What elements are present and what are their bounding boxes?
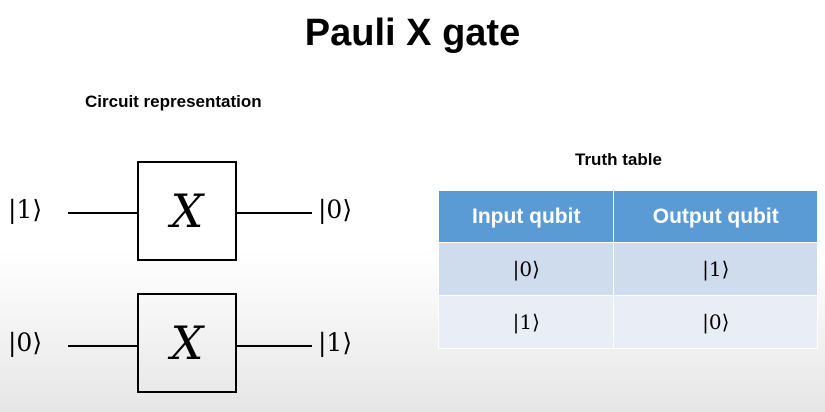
circuit-1-gate-label: X bbox=[170, 184, 204, 238]
circuit-1-x-gate: X bbox=[137, 161, 237, 261]
cell-input: |0⟩ bbox=[437, 242, 615, 296]
circuit-2-gate-label: X bbox=[170, 316, 204, 370]
cell-input: |1⟩ bbox=[437, 295, 615, 349]
circuit-1-output-wire bbox=[237, 212, 312, 214]
truth-table-heading: Truth table bbox=[575, 150, 662, 169]
table-row: |1⟩ |0⟩ bbox=[437, 295, 818, 349]
circuit-diagram: |1⟩ X |0⟩ |0⟩ X |1⟩ bbox=[0, 0, 400, 412]
header-input-qubit: Input qubit bbox=[437, 190, 615, 243]
truth-table: Input qubit Output qubit |0⟩ |1⟩ |1⟩ |0⟩ bbox=[437, 190, 818, 349]
circuit-heading: Circuit representation bbox=[85, 92, 262, 111]
cell-output: |0⟩ bbox=[613, 295, 818, 349]
circuit-1-input-wire bbox=[68, 212, 138, 214]
circuit-2-input-wire bbox=[68, 345, 138, 347]
page-title: Pauli X gate bbox=[304, 12, 521, 54]
truth-table-header-row: Input qubit Output qubit bbox=[437, 190, 818, 243]
cell-output: |1⟩ bbox=[613, 242, 818, 296]
circuit-1-output-ket: |0⟩ bbox=[318, 195, 353, 224]
circuit-2-x-gate: X bbox=[137, 293, 237, 393]
circuit-2-output-ket: |1⟩ bbox=[318, 328, 353, 357]
circuit-2-output-wire bbox=[237, 345, 312, 347]
circuit-2-input-ket: |0⟩ bbox=[8, 328, 43, 357]
circuit-1-input-ket: |1⟩ bbox=[8, 195, 43, 224]
header-output-qubit: Output qubit bbox=[613, 190, 818, 243]
table-row: |0⟩ |1⟩ bbox=[437, 242, 818, 296]
